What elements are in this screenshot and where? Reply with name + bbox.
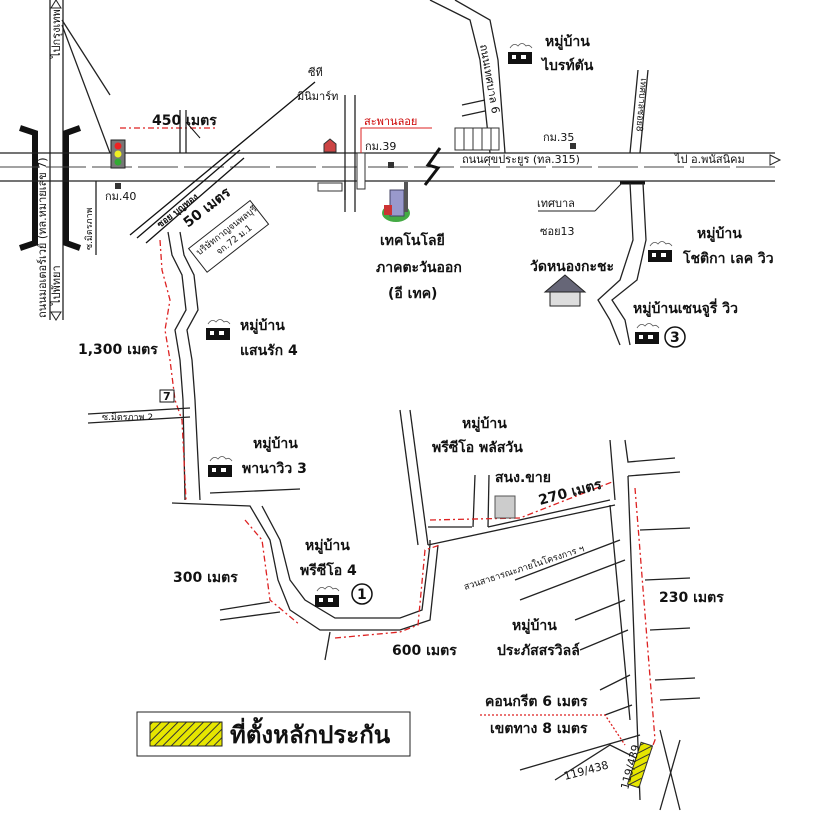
brighton-line2: ไบรท์ตัน (540, 56, 594, 74)
overpass-label: สะพานลอย (364, 115, 417, 128)
number-3: 3 (670, 330, 680, 346)
thesaban-soi8-label: เทศบาลซอย8 (633, 78, 648, 132)
soi13-label: ซอย13 (540, 225, 575, 238)
preecio-plus-line1: หมู่บ้าน (462, 416, 507, 432)
legend: ที่ตั้งหลักประกัน (136, 711, 411, 757)
sales-office-icon (494, 495, 516, 519)
seven-eleven-icon (159, 389, 175, 403)
number-badge-3 (664, 326, 686, 348)
main-road: ถนนศุขประยูร (ทล.315) ไป อ.พนัสนิคม (0, 147, 782, 186)
to-bangkok-label: ไปกรุงเทพ (50, 9, 63, 59)
preecio-plus-line2: พรีซีโอ พลัสวัน (432, 438, 523, 456)
seven-eleven-label: 7 (163, 390, 171, 403)
village-icon (647, 241, 673, 263)
saenrak-line1: หมู่บ้าน (240, 318, 285, 334)
km-post-icon (570, 143, 576, 149)
route-270 (429, 481, 613, 521)
km40-label: กม.40 (105, 190, 136, 203)
traffic-light-icon (110, 139, 126, 169)
arrow-up-icon (50, 0, 62, 9)
km-post-icon (388, 162, 394, 168)
pointer-line (480, 714, 626, 746)
row-label: เขตทาง 8 เมตร (490, 721, 588, 737)
shophouse-row-icon (454, 127, 500, 151)
overpass-icon (356, 127, 432, 190)
lot-119-438: 119/438 (562, 759, 610, 783)
etech-line1: เทคโนโลยี (380, 231, 445, 249)
route-600 (334, 544, 441, 639)
km-post-icon (115, 183, 121, 189)
legend-swatch (149, 721, 223, 747)
soi-mittraphap-label: ซ.มิตรภาพ (84, 207, 95, 250)
number-badge-1 (351, 583, 373, 605)
motorway: ถนนมอเตอร์เวย์ (ทล.หมายเลข 7) ไปกรุงเทพ … (19, 0, 82, 321)
arrow-down-icon (50, 311, 62, 321)
panaview-line2: พานาวิว 3 (242, 461, 307, 477)
number-1: 1 (357, 587, 367, 603)
etech-line3: (อี เทค) (388, 286, 437, 302)
brighton-line1: หมู่บ้าน (545, 34, 590, 50)
chotika-line2: โชติกา เลค วิว (682, 249, 774, 267)
collateral-plot (626, 741, 654, 789)
main-road-label: ถนนศุขประยูร (ทล.315) (462, 153, 580, 166)
cp-line2: มินิมาร์ท (297, 90, 338, 103)
prapat-line2: ประภัสสรวิลล์ (497, 642, 580, 659)
preecio4-line2: พรีซีโอ 4 (300, 561, 357, 579)
village-icon (205, 319, 231, 341)
temple-icon (543, 274, 587, 307)
preecio4-line1: หมู่บ้าน (305, 538, 350, 554)
thesaban-label: เทศบาล (537, 197, 575, 210)
village-icon (507, 43, 533, 65)
distance-450: 450 เมตร (152, 113, 217, 129)
to-phanat-label: ไป อ.พนัสนิคม (674, 153, 745, 166)
railway (129, 81, 316, 244)
to-pattaya-label: ไปพัทยา (50, 265, 63, 306)
distance-300: 300 เมตร (173, 570, 238, 586)
arrow-right-icon (769, 154, 782, 166)
distance-1300: 1,300 เมตร (78, 342, 158, 358)
century-label: หมู่บ้านเซนจูรี่ วิว (633, 298, 738, 317)
village-icon (634, 323, 660, 345)
bridge-left (19, 125, 38, 251)
legend-label: ที่ตั้งหลักประกัน (230, 716, 391, 749)
motorway-label: ถนนมอเตอร์เวย์ (ทล.หมายเลข 7) (36, 157, 49, 318)
prapat-line1: หมู่บ้าน (512, 618, 557, 634)
panaview-line1: หมู่บ้าน (253, 436, 298, 452)
thesaban6-label: ถนนเทศบาล 6 (477, 43, 502, 114)
bridge-right (63, 125, 82, 251)
break-mark-icon (423, 147, 442, 186)
etech-building-icon (382, 182, 410, 222)
village-icon (207, 456, 233, 478)
sales-office-label: สนง.ขาย (495, 470, 551, 486)
saenrak-line2: แสนรัก 4 (240, 343, 298, 359)
km39-label: กม.39 (365, 140, 396, 153)
soi-mittraphap2-label: ซ.มิตรภาพ 2 (102, 412, 153, 423)
distance-230: 230 เมตร (659, 590, 724, 606)
building-icon (317, 182, 343, 192)
village-icon (314, 586, 340, 608)
etech-line2: ภาคตะวันออก (376, 260, 462, 276)
km35-label: กม.35 (543, 131, 574, 144)
chotika-line1: หมู่บ้าน (697, 226, 742, 242)
temple-label: วัดหนองกะชะ (530, 259, 614, 275)
cp-line1: ซีที (308, 66, 323, 79)
distance-600: 600 เมตร (392, 643, 457, 659)
park-label: สวนสาธารณะภายในโครงการ ฯ (463, 543, 586, 592)
minimart-icon (323, 138, 337, 153)
concrete-label: คอนกรีต 6 เมตร (485, 694, 588, 710)
route-300 (244, 519, 301, 626)
